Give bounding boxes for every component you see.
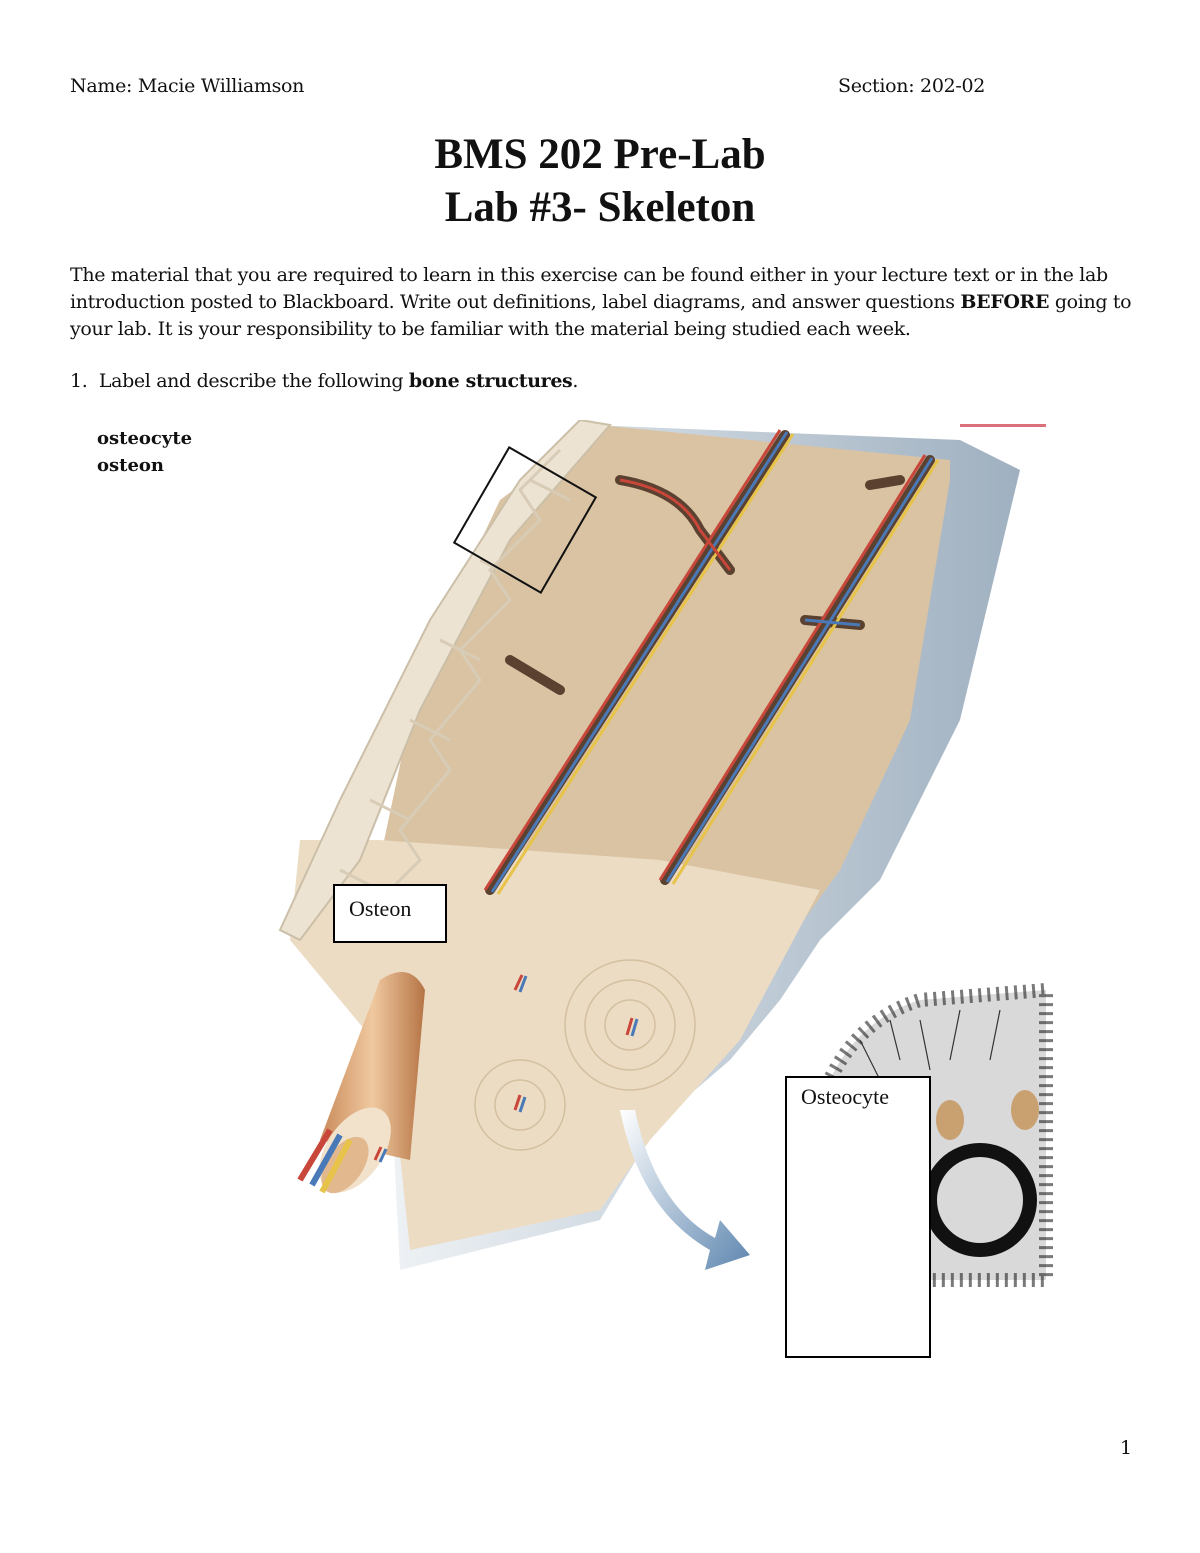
- term-osteon: osteon: [97, 455, 164, 476]
- osteocyte-label: Osteocyte: [801, 1084, 889, 1109]
- question-text: Label and describe the following: [98, 370, 409, 392]
- osteocyte-label-box: Osteocyte: [785, 1076, 931, 1358]
- question-bold: bone structures: [408, 370, 573, 392]
- spongy-bone: [278, 420, 612, 942]
- term-osteocyte: osteocyte: [97, 428, 193, 449]
- inset-box: [452, 446, 598, 594]
- page-number: 1: [1120, 1437, 1133, 1459]
- osteon-label: Osteon: [349, 896, 412, 921]
- intro-text: The material that you are required to le…: [70, 264, 1108, 313]
- curved-arrow: [620, 1110, 750, 1270]
- student-name: Name: Macie Williamson: [70, 75, 305, 97]
- osteon-cylinder: [297, 972, 425, 1194]
- intro-text-end: going to your lab. It is your responsibi…: [70, 291, 1132, 340]
- page-title: BMS 202 Pre-Lab: [434, 131, 766, 178]
- intro-paragraph: The material that you are required to le…: [70, 262, 1140, 343]
- question-end: .: [572, 370, 579, 392]
- term-list: osteocyte osteon: [97, 425, 192, 479]
- osteon-label-box: Osteon: [333, 884, 447, 943]
- question-1: 1. Label and describe the following bone…: [70, 370, 578, 392]
- intro-bold: BEFORE: [960, 291, 1050, 313]
- section-number: Section: 202-02: [838, 75, 986, 97]
- red-strip: [960, 424, 1046, 427]
- page-subtitle: Lab #3- Skeleton: [444, 184, 756, 231]
- question-number: 1.: [70, 370, 88, 392]
